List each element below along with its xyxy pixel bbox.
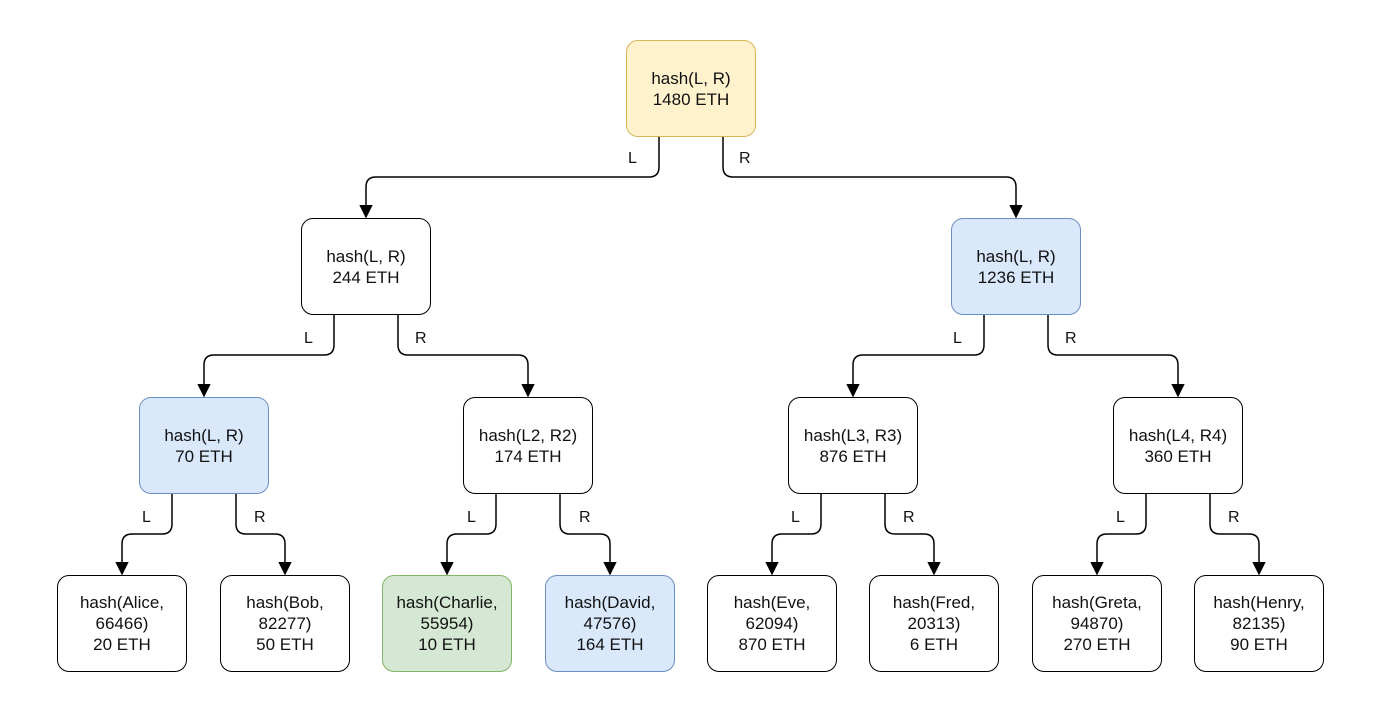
level2-node-d: hash(L4, R4)360 ETH (1113, 397, 1243, 494)
leaf-fred-nonce: 20313) (907, 614, 961, 633)
leaf-node-henry: hash(Henry, 82135) 90 ETH (1194, 575, 1324, 672)
leaf-alice-balance: 20 ETH (93, 635, 151, 654)
leaf-node-eve: hash(Eve, 62094) 870 ETH (707, 575, 837, 672)
leaf-greta-hash: hash(Greta, (1052, 593, 1142, 612)
leaf-fred-balance: 6 ETH (909, 635, 959, 654)
leaf-node-greta: hash(Greta, 94870) 270 ETH (1032, 575, 1162, 672)
edge-a-to-bob (235, 494, 292, 576)
edge-d-to-greta (1090, 494, 1147, 576)
leaf-bob-hash: hash(Bob, (246, 593, 324, 612)
edge-l1R-to-c (846, 315, 985, 398)
level2-a-sum: 70 ETH (175, 446, 233, 466)
leaf-david-nonce: 47576) (583, 614, 637, 633)
edge-b-to-david (559, 494, 617, 576)
level1-right-sum: 1236 ETH (977, 267, 1055, 287)
level1-left-node: hash(L, R)244 ETH (301, 218, 431, 315)
leaf-bob-nonce: 82277) (258, 614, 312, 633)
edge-d-to-henry (1209, 494, 1266, 576)
leaf-henry-nonce: 82135) (1232, 614, 1286, 633)
edge-a-to-alice (115, 494, 173, 576)
root-sum: 1480 ETH (652, 89, 730, 109)
leaf-alice-nonce: 66466) (95, 614, 149, 633)
edge-label-root-right: R (737, 150, 753, 168)
edge-root-to-l1L (359, 137, 660, 219)
leaf-greta-balance: 270 ETH (1063, 635, 1131, 654)
edge-l1L-to-a (197, 315, 335, 398)
leaf-henry-hash: hash(Henry, (1213, 593, 1305, 612)
leaf-node-david: hash(David, 47576) 164 ETH (545, 575, 675, 672)
level1-left-sum: 244 ETH (332, 267, 400, 287)
edge-label-root-left: L (626, 150, 639, 168)
leaf-charlie-balance: 10 ETH (418, 635, 476, 654)
edge-label-l2b-right: R (577, 509, 593, 527)
leaf-charlie-hash: hash(Charlie, (396, 593, 498, 612)
level2-a-hash: hash(L, R) (164, 425, 244, 445)
level2-node-c: hash(L3, R3)876 ETH (788, 397, 918, 494)
root-node: hash(L, R)1480 ETH (626, 40, 756, 137)
leaf-alice-hash: hash(Alice, (79, 593, 165, 612)
leaf-node-charlie: hash(Charlie, 55954) 10 ETH (382, 575, 512, 672)
level2-node-b: hash(L2, R2)174 ETH (463, 397, 593, 494)
edge-label-l1right-left: L (951, 330, 964, 348)
edge-label-l1left-right: R (413, 330, 429, 348)
leaf-eve-nonce: 62094) (745, 614, 799, 633)
level2-c-hash: hash(L3, R3) (803, 425, 903, 445)
level2-d-sum: 360 ETH (1144, 446, 1212, 466)
edge-label-l2c-right: R (901, 509, 917, 527)
level1-left-hash: hash(L, R) (326, 246, 406, 266)
leaf-henry-balance: 90 ETH (1230, 635, 1288, 654)
level2-d-hash: hash(L4, R4) (1128, 425, 1228, 445)
edge-label-l2d-left: L (1114, 509, 1127, 527)
leaf-fred-hash: hash(Fred, (892, 593, 976, 612)
edge-label-l1right-right: R (1063, 330, 1079, 348)
leaf-greta-nonce: 94870) (1070, 614, 1124, 633)
edge-l1R-to-d (1047, 315, 1185, 398)
edge-label-l2b-left: L (465, 509, 478, 527)
leaf-david-hash: hash(David, (564, 593, 656, 612)
level2-node-a: hash(L, R)70 ETH (139, 397, 269, 494)
leaf-david-balance: 164 ETH (576, 635, 644, 654)
level1-right-node: hash(L, R)1236 ETH (951, 218, 1081, 315)
edge-label-l1left-left: L (302, 330, 315, 348)
edge-root-to-l1R (722, 137, 1023, 219)
leaf-node-fred: hash(Fred, 20313) 6 ETH (869, 575, 999, 672)
edge-label-l2a-left: L (140, 509, 153, 527)
edge-c-to-fred (884, 494, 941, 576)
leaf-charlie-nonce: 55954) (420, 614, 474, 633)
level2-b-hash: hash(L2, R2) (478, 425, 578, 445)
level1-right-hash: hash(L, R) (976, 246, 1056, 266)
edge-label-l2d-right: R (1226, 509, 1242, 527)
leaf-eve-balance: 870 ETH (738, 635, 806, 654)
edge-label-l2a-right: R (252, 509, 268, 527)
edge-c-to-eve (765, 494, 822, 576)
level2-b-sum: 174 ETH (494, 446, 562, 466)
edge-b-to-charlie (440, 494, 497, 576)
leaf-bob-balance: 50 ETH (256, 635, 314, 654)
leaf-eve-hash: hash(Eve, (733, 593, 811, 612)
leaf-node-alice: hash(Alice, 66466) 20 ETH (57, 575, 187, 672)
leaf-node-bob: hash(Bob, 82277) 50 ETH (220, 575, 350, 672)
level2-c-sum: 876 ETH (819, 446, 887, 466)
root-hash: hash(L, R) (651, 68, 731, 88)
edge-l1L-to-b (397, 315, 535, 398)
edge-label-l2c-left: L (789, 509, 802, 527)
